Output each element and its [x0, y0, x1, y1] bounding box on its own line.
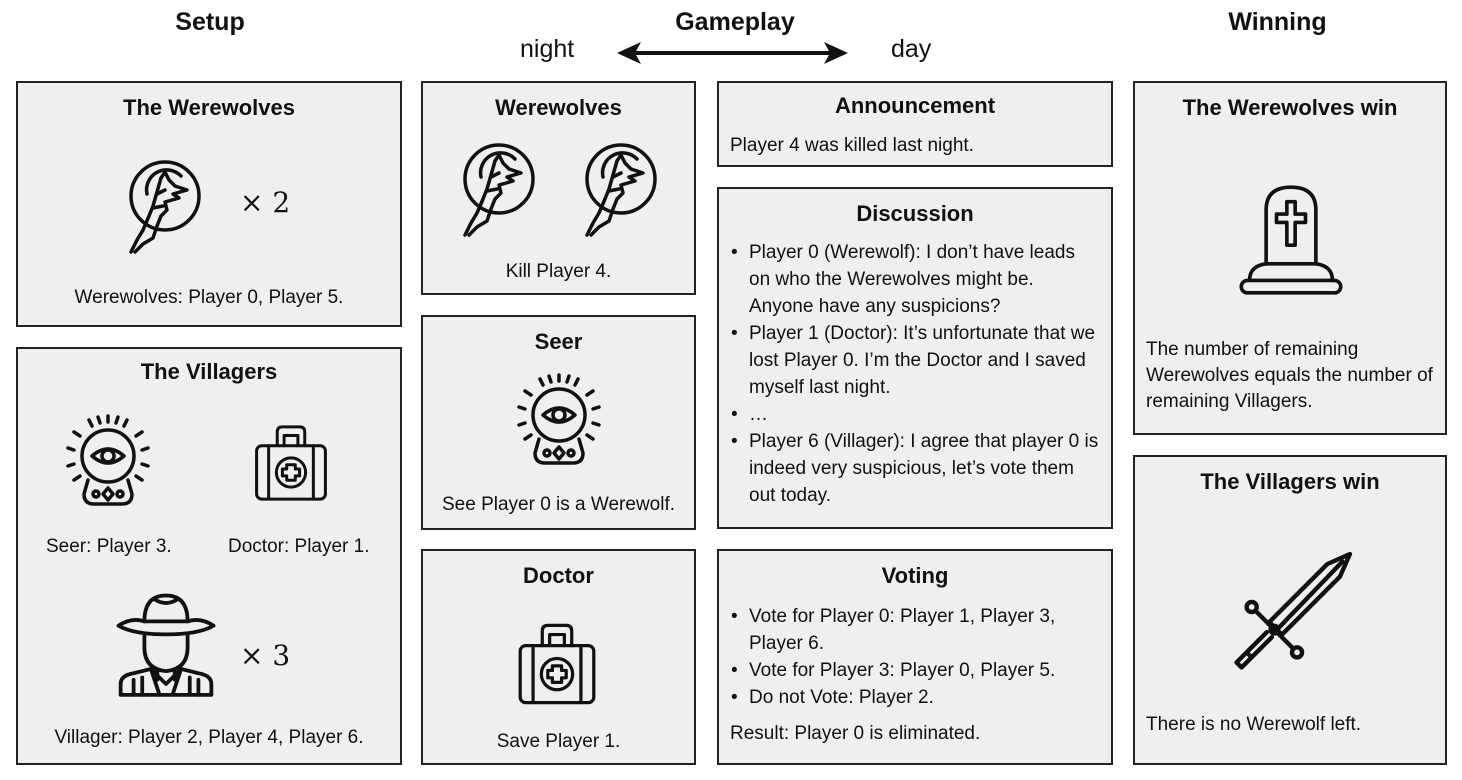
discussion-item: Player 0 (Werewolf): I don’t have leads … — [727, 239, 1099, 320]
vote-item: Vote for Player 3: Player 0, Player 5. — [727, 657, 1099, 684]
voting-list: Vote for Player 0: Player 1, Player 3, P… — [727, 603, 1099, 711]
werewolves-night-action: Kill Player 4. — [505, 261, 612, 282]
werewolves-win-box: The Werewolves win The number of remaini… — [1133, 81, 1447, 435]
announcement-title: Announcement — [834, 93, 996, 118]
discussion-title: Discussion — [856, 201, 974, 226]
night-doctor-box: Doctor Save Player 1. — [421, 549, 696, 765]
tombstone-cross-icon — [1239, 185, 1343, 295]
villagers-assignment: Villager: Player 2, Player 4, Player 6. — [54, 727, 364, 748]
night-label: night — [520, 35, 575, 63]
villagers-win-title: The Villagers win — [1200, 469, 1380, 494]
crystal-ball-eye-icon — [509, 363, 609, 483]
double-arrow-icon — [617, 42, 848, 64]
discussion-item: Player 6 (Villager): I agree that player… — [727, 428, 1099, 509]
villager-multiplier: × 3 — [240, 639, 291, 672]
vote-item: Vote for Player 0: Player 1, Player 3, P… — [727, 603, 1099, 657]
night-doctor-title: Doctor — [523, 563, 594, 588]
werewolf-multiplier: × 2 — [240, 186, 291, 219]
wolf-moon-icon — [113, 148, 213, 260]
winning-header: Winning — [1228, 8, 1327, 36]
seer-night-action: See Player 0 is a Werewolf. — [441, 494, 676, 515]
doctor-night-action: Save Player 1. — [496, 731, 621, 752]
seer-assignment: Seer: Player 3. — [46, 536, 172, 557]
cowboy-villager-icon — [116, 593, 216, 697]
werewolves-win-title: The Werewolves win — [1182, 95, 1398, 120]
discussion-item: … — [727, 401, 1099, 428]
setup-werewolves-title: The Werewolves — [123, 95, 295, 120]
crystal-ball-eye-icon — [58, 404, 158, 524]
wolf-moon-icon — [447, 131, 547, 243]
voting-result: Result: Player 0 is eliminated. — [730, 723, 981, 744]
sword-icon — [1234, 551, 1353, 670]
announcement-box: Announcement Player 4 was killed last ni… — [717, 81, 1113, 167]
doctor-assignment: Doctor: Player 1. — [228, 536, 370, 557]
discussion-item: Player 1 (Doctor): It’s unfortunate that… — [727, 320, 1099, 401]
villagers-win-box: The Villagers win There is no Werewolf l… — [1133, 455, 1447, 765]
setup-werewolves-box: The Werewolves × 2 Werewolves: Player 0,… — [16, 81, 402, 327]
werewolves-assignment: Werewolves: Player 0, Player 5. — [74, 287, 344, 308]
setup-villagers-box: The Villagers Seer: Player 3. Doctor: Pl… — [16, 347, 402, 765]
night-seer-box: Seer See Player 0 is a Werewolf. — [421, 315, 696, 530]
medical-kit-icon — [511, 609, 603, 719]
discussion-box: Discussion Player 0 (Werewolf): I don’t … — [717, 187, 1113, 529]
vote-item: Do not Vote: Player 2. — [727, 684, 1099, 711]
night-seer-title: Seer — [534, 329, 583, 354]
day-label: day — [891, 35, 932, 63]
wolf-moon-icon — [569, 131, 669, 243]
werewolves-win-condition: The number of remaining Werewolves equal… — [1146, 339, 1433, 412]
night-werewolves-title: Werewolves — [495, 95, 622, 120]
villagers-win-condition: There is no Werewolf left. — [1146, 714, 1362, 735]
setup-villagers-title: The Villagers — [140, 359, 278, 384]
night-werewolves-box: Werewolves Kill Player 4. — [421, 81, 696, 295]
voting-box: Voting Vote for Player 0: Player 1, Play… — [717, 549, 1113, 765]
medical-kit-icon — [248, 411, 334, 515]
gameplay-header: Gameplay — [675, 8, 795, 36]
announcement-text: Player 4 was killed last night. — [730, 135, 974, 156]
discussion-list: Player 0 (Werewolf): I don’t have leads … — [727, 239, 1099, 509]
voting-title: Voting — [881, 563, 949, 588]
setup-header: Setup — [175, 8, 245, 36]
